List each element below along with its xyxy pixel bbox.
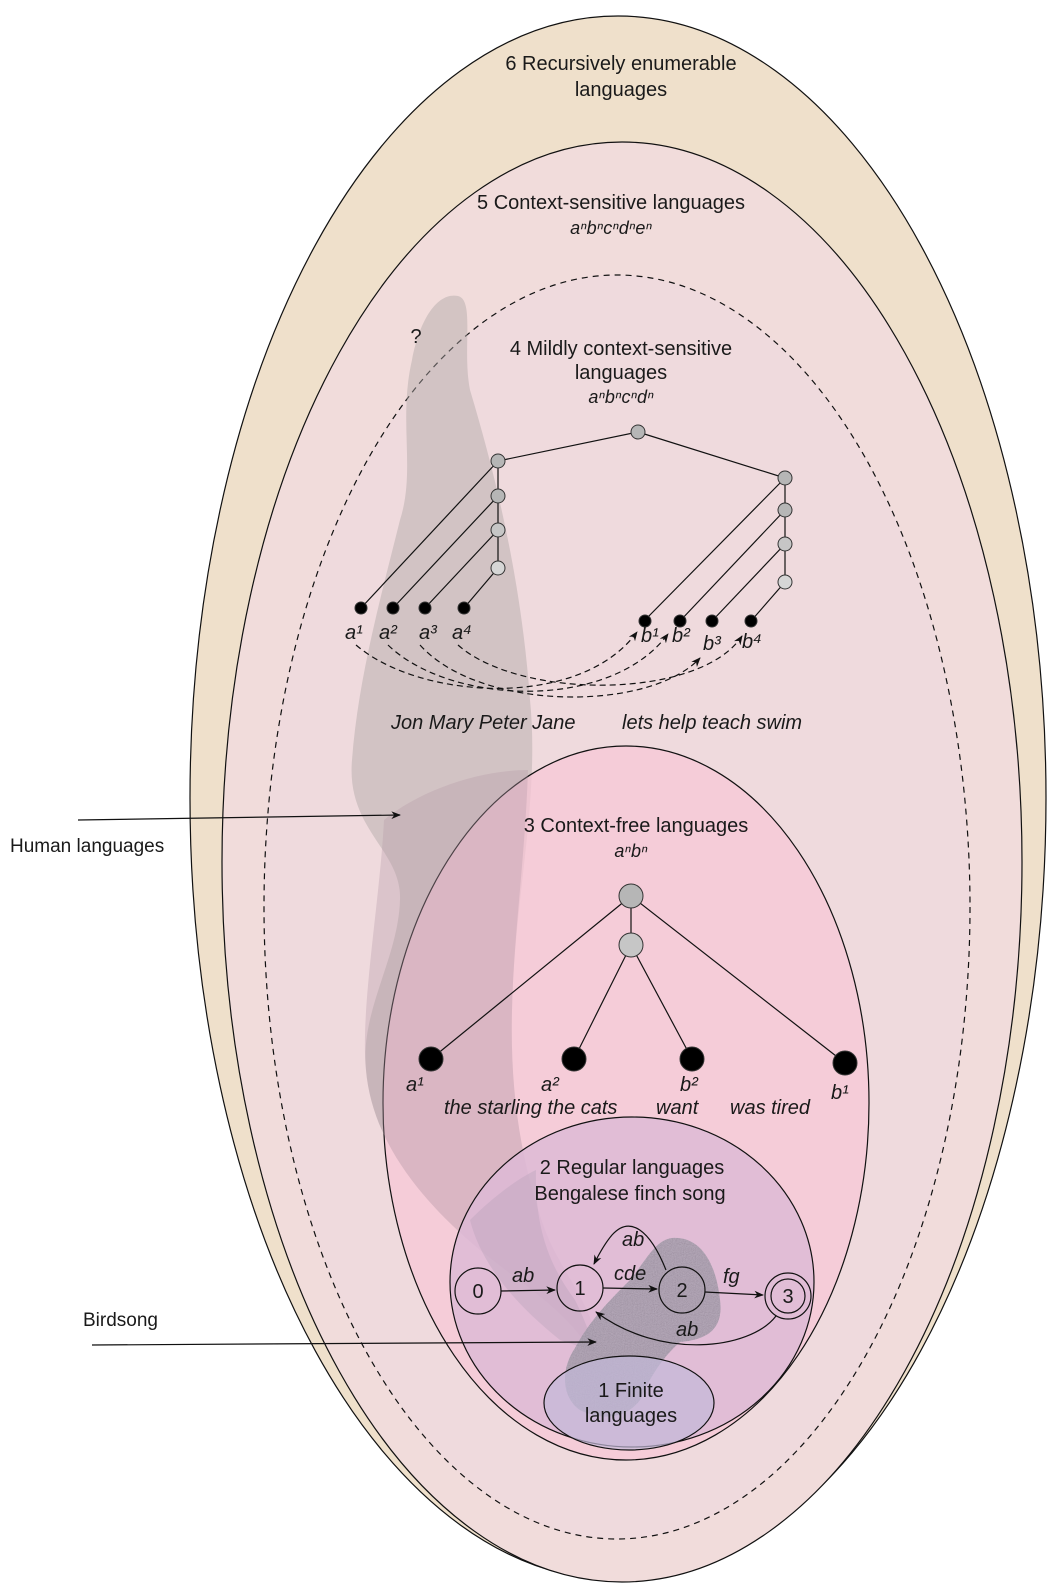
finite-label-line2: languages	[585, 1405, 677, 1427]
mcs-b4-label: b⁴	[742, 631, 762, 653]
fsa-edge-3-1-label: ab	[676, 1319, 698, 1341]
human-languages-shade-regular	[470, 1170, 596, 1352]
fsa-state-3-label: 3	[782, 1286, 793, 1308]
cf-b1-label: b¹	[831, 1082, 849, 1104]
mcs-a4-label: a⁴	[452, 622, 472, 644]
finite-region	[543, 1355, 715, 1451]
cf-tree-nodes	[418, 883, 858, 1076]
fsa-state-2-label: 2	[676, 1280, 687, 1302]
mcs-leaf-b3	[705, 614, 719, 628]
mcs-b3-label: b³	[703, 633, 722, 655]
cs-formula: aⁿbⁿcⁿdⁿeⁿ	[570, 218, 652, 238]
cf-leaf-a2	[561, 1046, 587, 1072]
human-languages-shade-overlay	[364, 770, 600, 1350]
fsa-state-0-label: 0	[472, 1281, 483, 1303]
cf-word-1: the starling the cats	[444, 1097, 617, 1119]
cf-leaf-b2	[679, 1046, 705, 1072]
cf-formula: aⁿbⁿ	[614, 841, 648, 861]
mcs-tree-nodes	[354, 424, 793, 628]
mcs-right-node-4	[777, 574, 793, 590]
human-languages-arrow	[77, 811, 401, 821]
regular-label-line2: Bengalese finch song	[534, 1183, 725, 1205]
human-languages-label: Human languages	[10, 836, 164, 857]
mcs-a1-label: a¹	[345, 622, 363, 644]
mcs-right-node-1	[777, 470, 793, 486]
fsa-transitions	[500, 1225, 777, 1346]
mcs-a2-label: a²	[379, 622, 398, 644]
cs-label: 5 Context-sensitive languages	[477, 192, 745, 214]
finite-label-line1: 1 Finite	[598, 1380, 664, 1402]
question-mark: ?	[410, 326, 421, 348]
cf-a1-label: a¹	[406, 1074, 424, 1096]
mcs-leaf-b1	[638, 614, 652, 628]
mcs-label-line1: 4 Mildly context-sensitive	[510, 338, 732, 360]
birdsong-arrow	[91, 1338, 597, 1346]
cross-serial-dependencies	[355, 631, 743, 698]
mcs-a3-label: a³	[419, 622, 438, 644]
mcs-root-node	[630, 424, 646, 440]
mcs-leaf-b2	[673, 614, 687, 628]
birdsong-label: Birdsong	[83, 1310, 158, 1331]
mcs-left-node-3	[490, 522, 506, 538]
cf-leaf-a1	[418, 1046, 444, 1072]
cf-b2-label: b²	[680, 1074, 699, 1096]
fsa-states	[454, 1264, 812, 1320]
mcs-left-node-1	[490, 453, 506, 469]
mcs-right-node-2	[777, 502, 793, 518]
cf-inner-node	[618, 932, 644, 958]
mcs-leaf-a3	[418, 601, 432, 615]
mcs-leaf-b4	[744, 614, 758, 628]
cf-word-2: want	[656, 1097, 700, 1119]
fsa-edge-1-2-label: cde	[614, 1263, 646, 1285]
cf-leaf-b1	[832, 1050, 858, 1076]
mcs-formula: aⁿbⁿcⁿdⁿ	[588, 387, 654, 407]
mcs-left-node-4	[490, 560, 506, 576]
cf-a2-label: a²	[541, 1074, 560, 1096]
fsa-state-2	[658, 1266, 706, 1314]
cf-label: 3 Context-free languages	[524, 815, 749, 837]
mcs-b1-label: b¹	[641, 625, 659, 647]
re-label-line1: 6 Recursively enumerable	[505, 53, 736, 75]
fsa-state-3-inner	[770, 1278, 806, 1314]
fsa-state-1-label: 1	[574, 1278, 585, 1300]
mcs-left-node-2	[490, 488, 506, 504]
fsa-edge-2-3-label: fg	[723, 1266, 740, 1288]
regular-label-line1: 2 Regular languages	[540, 1157, 725, 1179]
mcs-right-node-3	[777, 536, 793, 552]
mcs-leaf-a1	[354, 601, 368, 615]
fsa-state-3-outer	[764, 1272, 812, 1320]
fsa-loop-2-1-label: ab	[622, 1229, 644, 1251]
mcs-b2-label: b²	[672, 625, 691, 647]
mcs-tree	[360, 431, 786, 622]
re-label-line2: languages	[575, 79, 667, 101]
mcs-label-line2: languages	[575, 362, 667, 384]
cf-tree	[430, 895, 846, 1064]
mcs-sentence-left: Jon Mary Peter Jane	[390, 712, 576, 734]
mcs-leaf-a4	[457, 601, 471, 615]
mcs-leaf-a2	[386, 601, 400, 615]
mcs-sentence-right: lets help teach swim	[622, 712, 802, 734]
fsa-edge-0-1-label: ab	[512, 1265, 534, 1287]
cf-word-3: was tired	[730, 1097, 811, 1119]
cf-root-node	[618, 883, 644, 909]
